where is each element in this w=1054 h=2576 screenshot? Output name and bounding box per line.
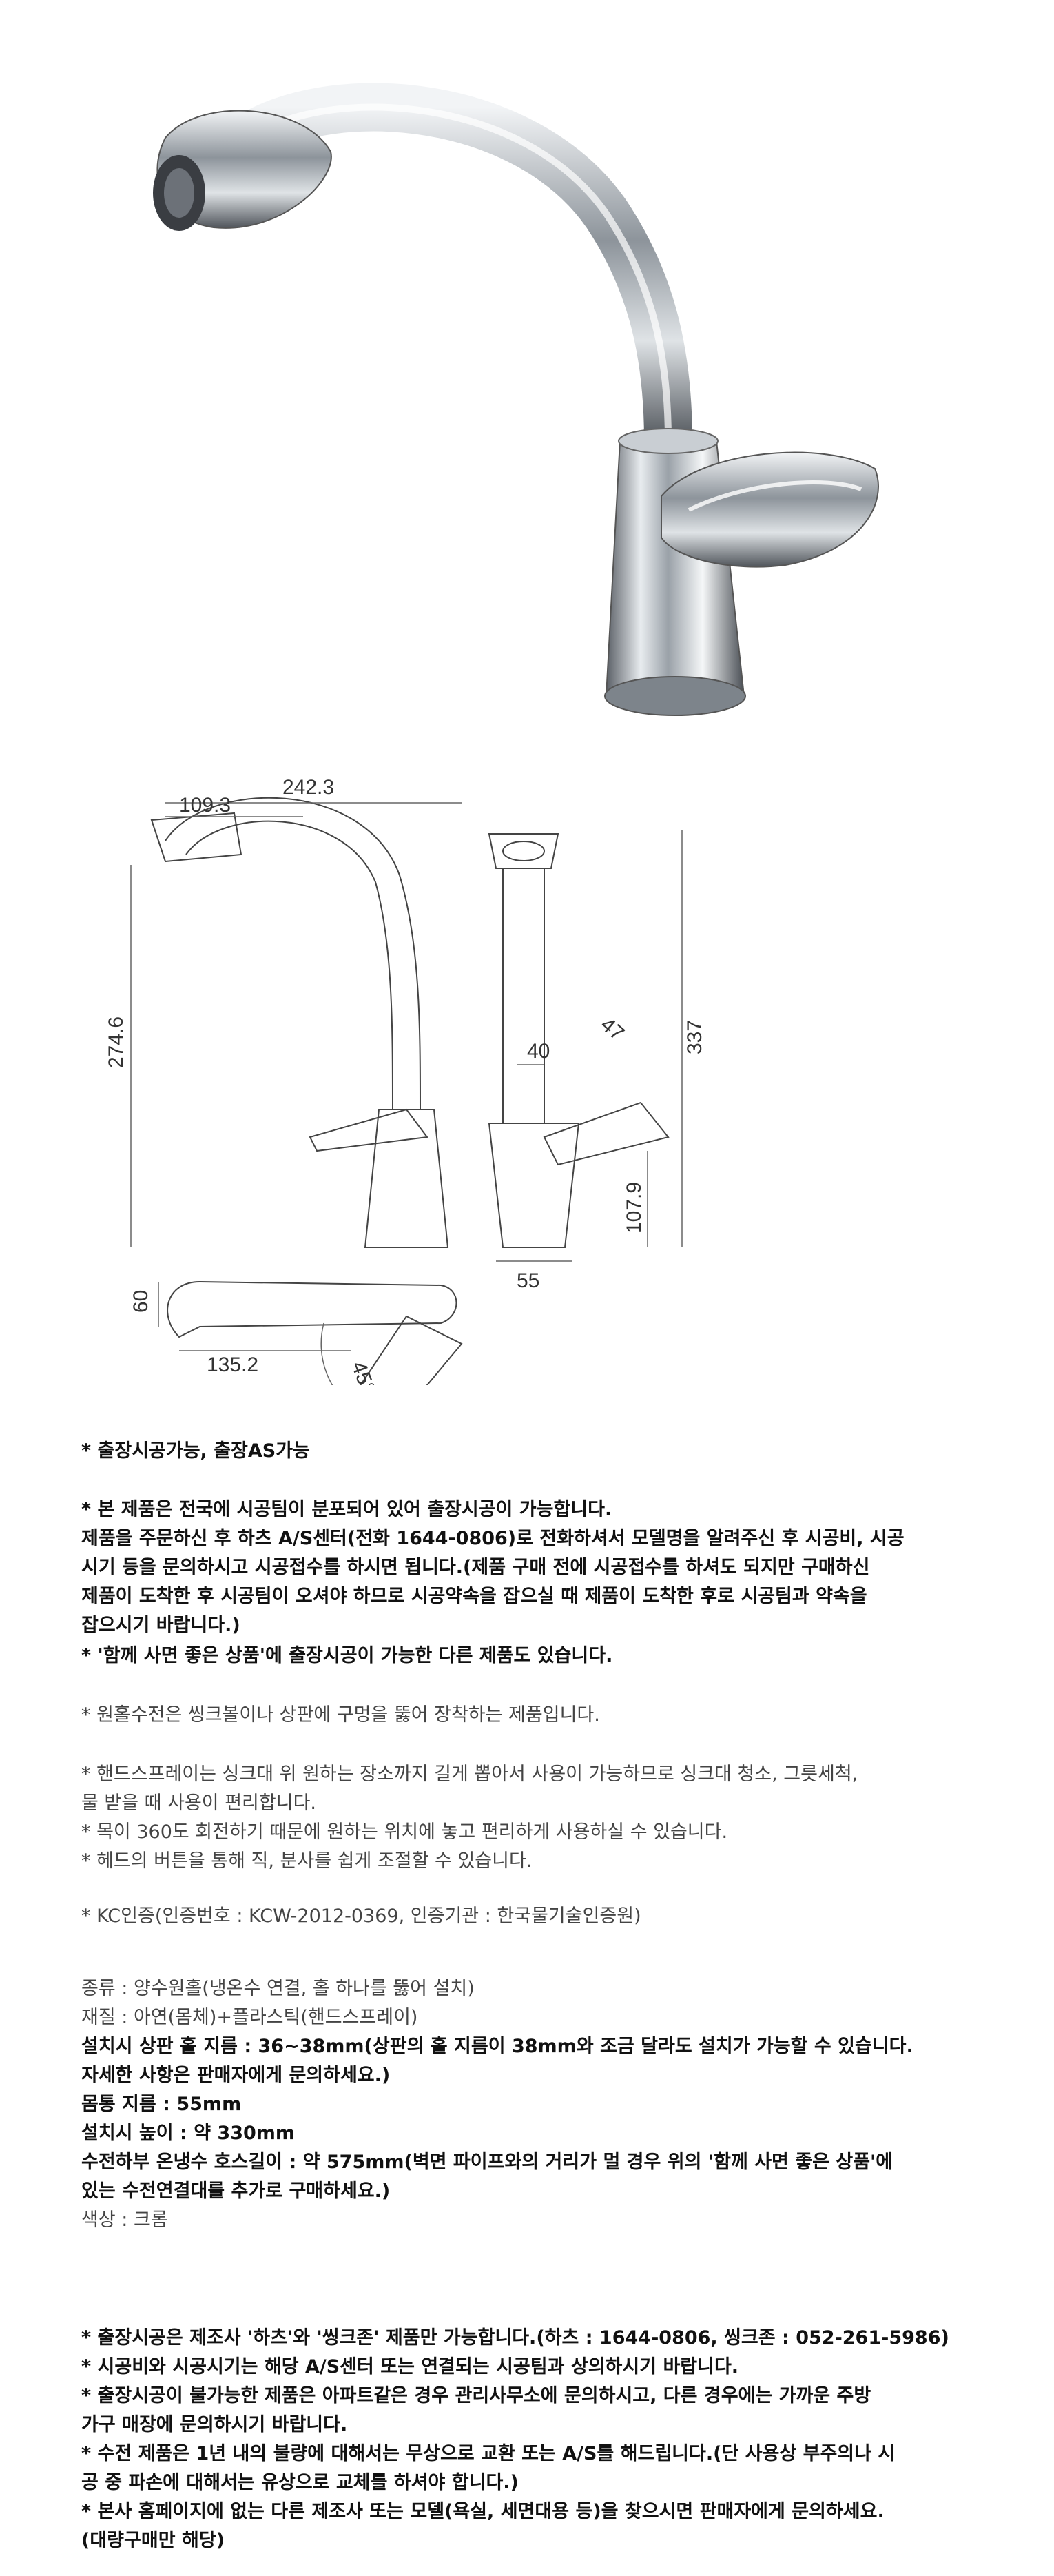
dimension-drawing: 242.3 109.3 274.6 337 40 47 107.9 55 60 … bbox=[105, 776, 706, 1385]
related-products-note: * '함께 사면 좋은 상품'에 출장시공이 가능한 다른 제품도 있습니다. bbox=[81, 1645, 613, 1666]
spec-color: 색상 : 크롬 bbox=[81, 2209, 168, 2231]
one-hole-description: * 원홀수전은 씽크볼이나 상판에 구멍을 뚫어 장착하는 제품입니다. bbox=[81, 1704, 600, 1726]
dim-lower-height: 107.9 bbox=[623, 1182, 645, 1234]
dim-top-depth: 60 bbox=[130, 1290, 152, 1313]
dim-head-offset: 109.3 bbox=[179, 794, 231, 817]
spec-list: 종류 : 양수원홀(냉온수 연결, 홀 하나를 뚫어 설치) 재질 : 아연(몸… bbox=[81, 1974, 977, 2235]
dim-body-dia: 40 bbox=[527, 1040, 550, 1063]
dim-lever-dia: 47 bbox=[597, 1013, 629, 1045]
spec-hose-length: 수전하부 온냉수 호스길이 : 약 575mm(벽면 파이프와의 거리가 멀 경… bbox=[81, 2151, 893, 2173]
dim-height-front: 274.6 bbox=[105, 1016, 127, 1068]
dim-rotation-angle: 45° bbox=[347, 1358, 379, 1385]
dim-width-total: 242.3 bbox=[282, 776, 334, 799]
dim-height-total: 337 bbox=[683, 1020, 706, 1054]
spec-hole-diameter: 설치시 상판 홀 지름 : 36~38mm(상판의 홀 지름이 38mm와 조금… bbox=[81, 2036, 913, 2057]
kc-certification: * KC인증(인증번호 : KCW-2012-0369, 인증기관 : 한국물기… bbox=[81, 1905, 641, 1927]
spec-type: 종류 : 양수원홀(냉온수 연결, 홀 하나를 뚫어 설치) bbox=[81, 1978, 475, 1999]
feature-list: * 핸드스프레이는 싱크대 위 원하는 장소까지 길게 뽑아서 사용이 가능하므… bbox=[81, 1764, 858, 1872]
dim-base-dia: 55 bbox=[517, 1269, 539, 1292]
dim-top-length: 135.2 bbox=[207, 1353, 258, 1376]
spec-hole-diameter-note: 자세한 사항은 판매자에게 문의하세요.) bbox=[81, 2065, 391, 2086]
notice-list: * 출장시공은 제조사 '하츠'와 '씽크존' 제품만 가능합니다.(하츠 : … bbox=[81, 2327, 949, 2551]
faucet-photo bbox=[153, 83, 879, 716]
spec-body-diameter: 몸통 지름 : 55mm bbox=[81, 2094, 242, 2115]
spec-material: 재질 : 아연(몸체)+플라스틱(핸드스프레이) bbox=[81, 2007, 418, 2028]
service-paragraph: * 본 제품은 전국에 시공팀이 분포되어 있어 출장시공이 가능합니다. 제품… bbox=[81, 1499, 905, 1636]
spec-height: 설치시 높이 : 약 330mm bbox=[81, 2123, 296, 2144]
spec-hose-length-note: 있는 수전연결대를 추가로 구매하세요.) bbox=[81, 2180, 391, 2202]
install-note: * 출장시공가능, 출장AS가능 bbox=[81, 1440, 310, 1462]
